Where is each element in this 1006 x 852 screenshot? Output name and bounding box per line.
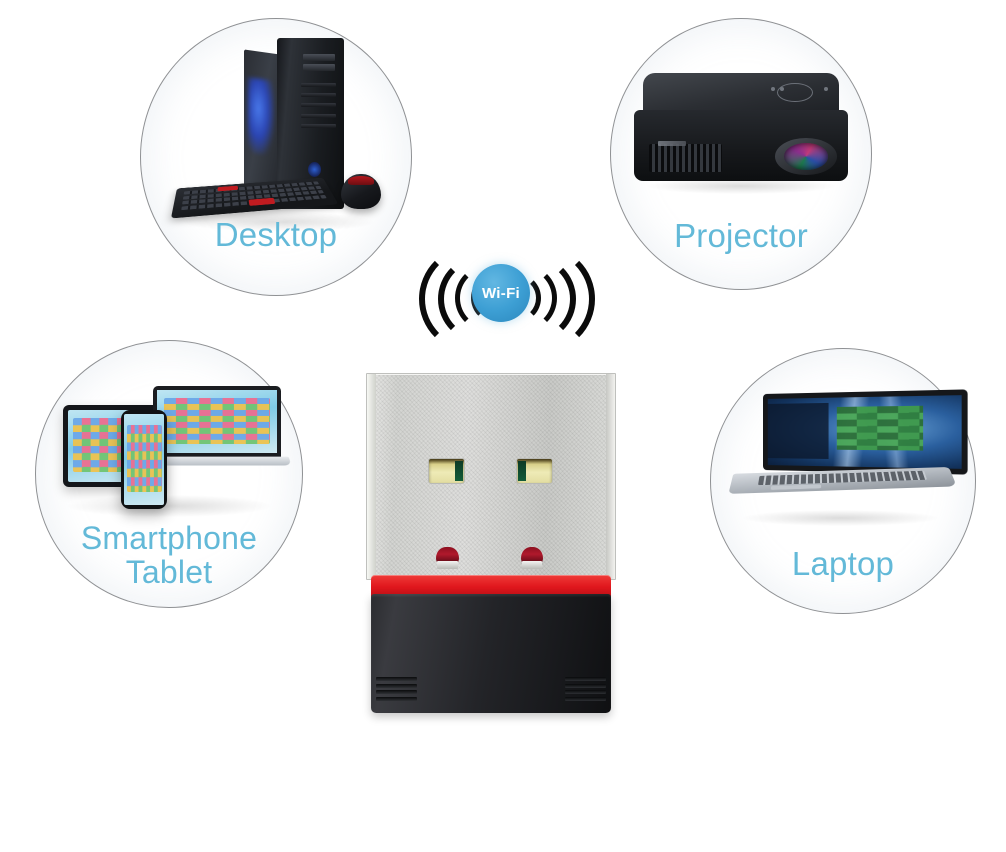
usb-grip-groove (375, 690, 417, 695)
laptop-screen (157, 390, 277, 453)
tower-vent (301, 82, 336, 87)
usb-grip-groove (375, 677, 417, 682)
usb-grip-groove (565, 690, 607, 695)
laptop-shadow (742, 510, 939, 526)
projector-lens-glass (783, 143, 829, 171)
keyboard-red-accent (217, 185, 238, 191)
mouse-red-accent (348, 175, 374, 185)
projector-lens (775, 138, 837, 176)
usb-latch-tab (436, 546, 459, 570)
laptop-keyboard (757, 470, 928, 485)
tower-vent (301, 103, 336, 108)
tower-fan-badge (307, 161, 322, 177)
tower-drive-bay (302, 53, 335, 61)
usb-grip-groove (375, 683, 417, 688)
smartphone-screen (124, 414, 164, 505)
projector-body (634, 109, 848, 181)
usb-contact-pcb (454, 460, 463, 482)
projector-indicator-dot (824, 87, 829, 92)
device-label-line-tablet: Tablet (125, 553, 213, 590)
projector-brand-logo (657, 141, 686, 147)
usb-latch-shine (437, 560, 458, 570)
device-label-desktop: Desktop (214, 215, 338, 253)
laptop-lid (763, 389, 968, 475)
tower-blue-glow (247, 77, 274, 157)
tower-vent (301, 113, 336, 118)
device-circle-smartphone-tablet: Smartphone Tablet (35, 340, 303, 608)
app-icon-grid (124, 414, 164, 505)
usb-latch-tab (520, 546, 544, 570)
tower-vent (301, 93, 336, 98)
start-menu-tiles (836, 405, 924, 451)
start-menu-panel (767, 403, 830, 460)
projector-vent-grille (649, 143, 722, 173)
device-circle-projector: Projector (610, 18, 872, 290)
laptop-screen-windows (767, 395, 962, 469)
tower-vent (301, 123, 336, 128)
usb-grip-groove (565, 677, 607, 682)
laptop-lid (153, 386, 281, 457)
tablet-scene-laptop-icon (142, 386, 292, 476)
projector-shadow (647, 178, 835, 195)
device-label-line-smartphone: Smartphone (80, 519, 258, 556)
device-circle-desktop: Desktop (140, 18, 412, 296)
smartphone-icon (121, 410, 167, 509)
wifi-wave-left (419, 245, 527, 353)
usb-contact-window (515, 458, 553, 484)
wifi-badge: Wi-Fi (472, 264, 530, 322)
device-label-projector: Projector (674, 216, 808, 254)
device-label-smartphone-tablet: Smartphone Tablet (36, 519, 302, 590)
device-label-laptop: Laptop (791, 545, 895, 582)
usb-grip-groove (565, 696, 607, 701)
device-circle-laptop: Laptop (710, 348, 976, 614)
smartphone-tablet-shadow (67, 495, 271, 517)
wifi-badge-label: Wi-Fi (481, 284, 521, 302)
usb-latch-shine (521, 560, 543, 570)
wifi-signal-icon: Wi-Fi (405, 245, 597, 353)
usb-grip-groove (375, 696, 417, 701)
app-icon-grid (157, 390, 277, 453)
desktop-mouse-icon (340, 173, 382, 210)
laptop-touchpad (770, 483, 821, 490)
projector-button-dot (771, 87, 776, 92)
tower-drive-bay (302, 63, 335, 72)
projector-button-dot (779, 87, 784, 92)
laptop-keyboard-base (728, 466, 957, 494)
desktop-shadow (184, 212, 374, 232)
wifi-wave-right (487, 245, 595, 353)
usb-contact-window (427, 458, 465, 484)
usb-black-body (371, 594, 611, 713)
projector-icon (634, 73, 848, 181)
keyboard-red-accent (248, 197, 276, 206)
usb-connector-shell (366, 373, 616, 581)
usb-grip-groove (565, 683, 607, 688)
projector-control-pad (777, 82, 814, 102)
laptop-icon (728, 389, 968, 500)
usb-wifi-adapter (366, 373, 616, 713)
usb-contact-pcb (518, 460, 526, 482)
